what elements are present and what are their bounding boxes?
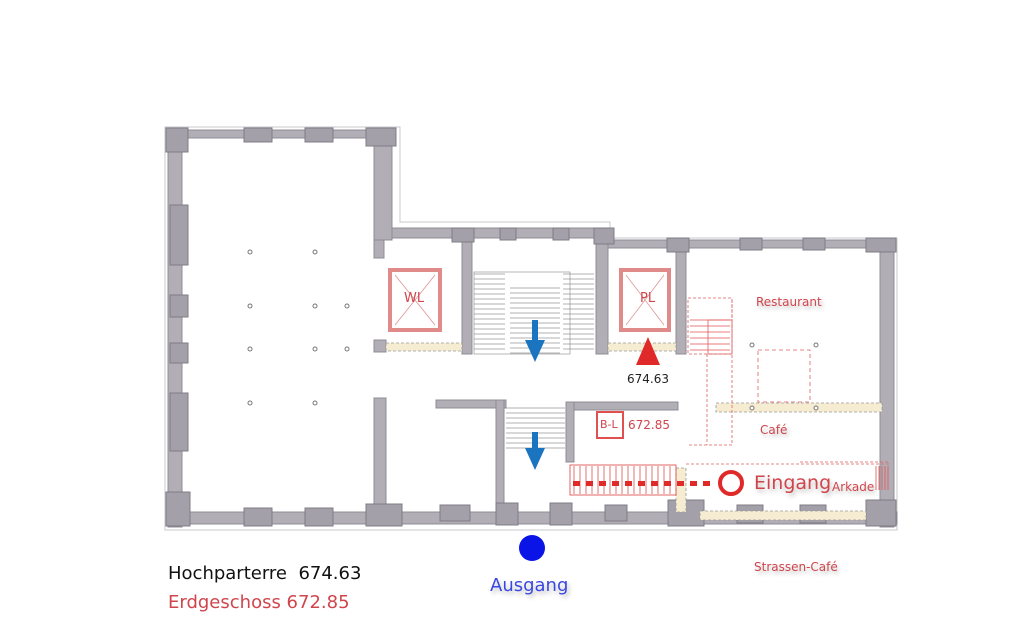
entrance-label[interactable]: Eingang [754, 472, 832, 494]
legend-erdgeschoss: Erdgeschoss 672.85 [168, 592, 350, 613]
outer-walls [164, 126, 898, 531]
red-ground-floor [569, 297, 890, 496]
exit-dot-icon[interactable] [519, 535, 545, 561]
cafe-label: Café [760, 423, 788, 437]
path-dash [638, 481, 645, 486]
exit-label[interactable]: Ausgang [490, 575, 569, 596]
red-stair-treads [573, 319, 889, 494]
entrance-ring-icon[interactable] [718, 470, 744, 496]
restaurant-label: Restaurant [756, 295, 822, 309]
wl-label: WL [404, 291, 425, 306]
lift-pl [619, 268, 671, 332]
entrance-dashed-line [573, 481, 710, 486]
arkade-label: Arkade [832, 480, 875, 494]
bl-label: B-L [600, 418, 618, 431]
stairs [473, 271, 571, 355]
lift-wl [388, 268, 442, 332]
down-arrow-icon [525, 432, 545, 470]
down-arrow-icon [525, 320, 545, 362]
legend-hochparterre: Hochparterre 674.63 [168, 563, 362, 584]
stair-treads [474, 273, 594, 449]
pl-label: PL [640, 291, 656, 306]
path-dash [599, 481, 606, 486]
path-dash [573, 481, 580, 486]
path-dash [625, 481, 632, 486]
path-dash [586, 481, 593, 486]
path-dash [664, 481, 671, 486]
path-dash [612, 481, 619, 486]
strassen-cafe-label: Strassen-Café [754, 560, 838, 574]
path-dash [677, 481, 684, 486]
path-dash [703, 481, 710, 486]
columns [247, 249, 819, 411]
piers [165, 127, 897, 527]
pl-level: 674.63 [627, 372, 669, 386]
bl-level: 672.85 [628, 418, 670, 432]
path-dash [690, 481, 697, 486]
up-triangle-icon [636, 337, 660, 365]
path-dash [651, 481, 658, 486]
beige-openings [385, 342, 883, 521]
